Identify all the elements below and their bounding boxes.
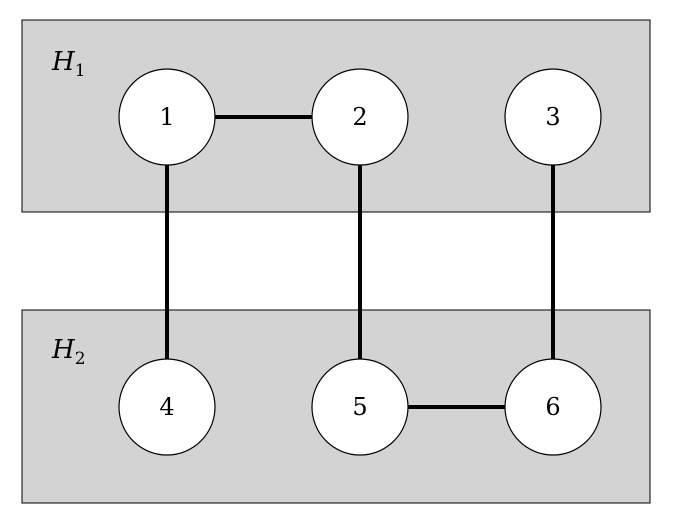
node-3: 3	[504, 68, 602, 166]
group-label-h1-main: H	[51, 47, 76, 77]
node-label-3: 3	[545, 103, 560, 131]
group-label-h1-subscript: 1	[75, 61, 86, 81]
group-label-h1: H1	[51, 47, 86, 81]
node-circle-3	[504, 68, 602, 166]
nodes-layer: 1 2 3 4 5 6	[118, 68, 602, 456]
node-circle-1	[118, 68, 216, 166]
node-6: 6	[504, 358, 602, 456]
node-circle-4	[118, 358, 216, 456]
node-5: 5	[311, 358, 409, 456]
node-circle-5	[311, 358, 409, 456]
node-label-4: 4	[159, 393, 174, 421]
node-label-1: 1	[159, 103, 174, 131]
node-circle-6	[504, 358, 602, 456]
node-1: 1	[118, 68, 216, 166]
node-2: 2	[311, 68, 409, 166]
group-label-h2: H2	[51, 335, 86, 369]
node-label-5: 5	[352, 393, 367, 421]
node-label-2: 2	[352, 103, 367, 131]
group-label-h2-main: H	[51, 335, 76, 365]
node-4: 4	[118, 358, 216, 456]
group-label-h2-subscript: 2	[75, 349, 86, 369]
node-circle-2	[311, 68, 409, 166]
node-label-6: 6	[545, 393, 560, 421]
